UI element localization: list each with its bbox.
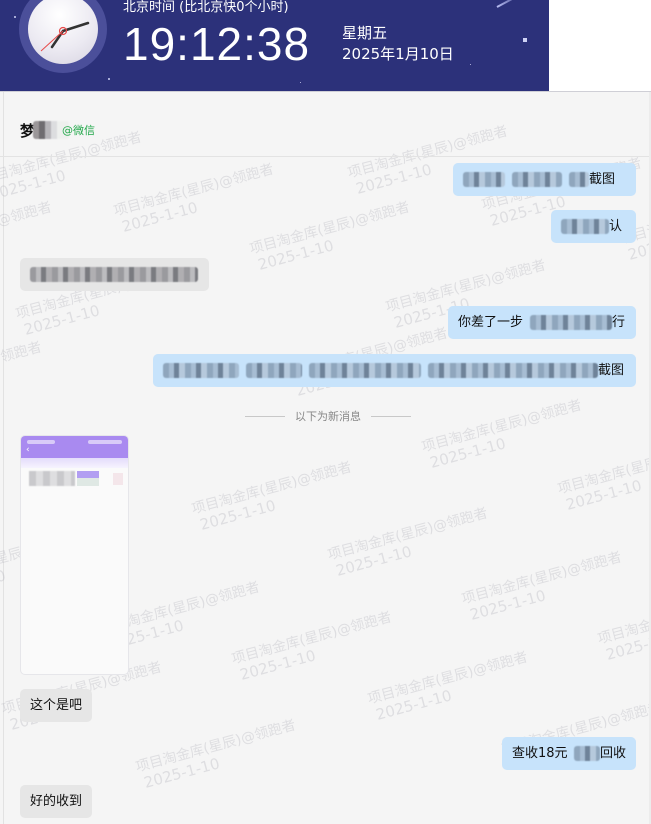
message-text: 认 — [609, 219, 623, 234]
contact-name[interactable]: 梦 — [20, 122, 36, 140]
divider-label: 以下为新消息 — [295, 410, 361, 423]
analog-clock-icon — [28, 0, 98, 64]
back-arrow-icon: ‹ — [26, 445, 30, 455]
screenshot-redacted-row — [29, 471, 123, 486]
message-text: 你差了一步 — [458, 315, 524, 330]
divider-line — [245, 415, 285, 417]
star-decoration — [523, 38, 527, 42]
clock-banner: 北京时间 (比北京快0个小时) 19:12:38 星期五 2025年1月10日 — [0, 0, 549, 91]
divider-line — [371, 415, 411, 417]
message-bubble-sent[interactable]: 认 — [551, 210, 636, 243]
message-bubble-sent[interactable]: 你差了一步 行 — [448, 306, 636, 339]
status-bar-icons — [88, 440, 122, 444]
redacted-text — [561, 219, 609, 234]
redacted-text — [309, 363, 421, 378]
timezone-label: 北京时间 (比北京快0个小时) — [123, 0, 289, 15]
message-bubble-received[interactable]: 这个是吧 — [20, 689, 92, 722]
message-bubble-sent[interactable]: 查收18元 回收 — [502, 737, 636, 770]
redacted-text — [463, 172, 505, 187]
message-bubble-sent[interactable]: 截图 — [153, 354, 636, 387]
message-text: 截图 — [589, 172, 616, 187]
contact-source-label: @微信 — [62, 124, 95, 137]
redacted-text — [574, 746, 600, 761]
weekday-label: 星期五 — [342, 24, 388, 42]
redacted-text — [428, 363, 598, 378]
message-text: 截图 — [598, 363, 625, 378]
message-bubble-received[interactable]: 好的收到 — [20, 785, 92, 818]
clock-hands-icon — [40, 21, 90, 52]
star-decoration — [108, 78, 110, 80]
date-label: 2025年1月10日 — [342, 45, 454, 63]
panel-border — [3, 92, 4, 824]
message-text: 这个是吧 — [30, 698, 83, 713]
screenshot-header: ‹ — [21, 436, 128, 458]
redacted-text — [163, 363, 239, 378]
digital-time: 19:12:38 — [123, 18, 311, 70]
redacted-name — [33, 121, 69, 139]
star-decoration — [470, 64, 471, 65]
redacted-text — [530, 315, 613, 330]
message-text: 行 — [612, 315, 626, 330]
message-text: 查收18元 — [512, 746, 568, 761]
star-decoration — [14, 16, 16, 18]
image-message-thumbnail[interactable]: ‹ — [20, 435, 129, 675]
redacted-text — [512, 172, 562, 187]
star-decoration — [384, 31, 386, 33]
chat-header: 梦 @微信 — [0, 92, 651, 157]
message-bubble-received[interactable] — [20, 258, 209, 291]
new-messages-divider: 以下为新消息 — [240, 409, 416, 423]
message-bubble-sent[interactable]: 截图 — [453, 163, 636, 196]
screenshot-subheader — [21, 458, 128, 468]
redacted-text — [246, 363, 302, 378]
scrollbar-track[interactable] — [649, 92, 651, 824]
message-text: 好的收到 — [30, 794, 83, 809]
message-text: 回收 — [599, 746, 626, 761]
shooting-star-decoration — [496, 0, 523, 8]
star-decoration — [300, 82, 301, 83]
redacted-text — [569, 172, 589, 187]
status-bar-icons — [27, 440, 55, 444]
redacted-text — [30, 267, 198, 282]
